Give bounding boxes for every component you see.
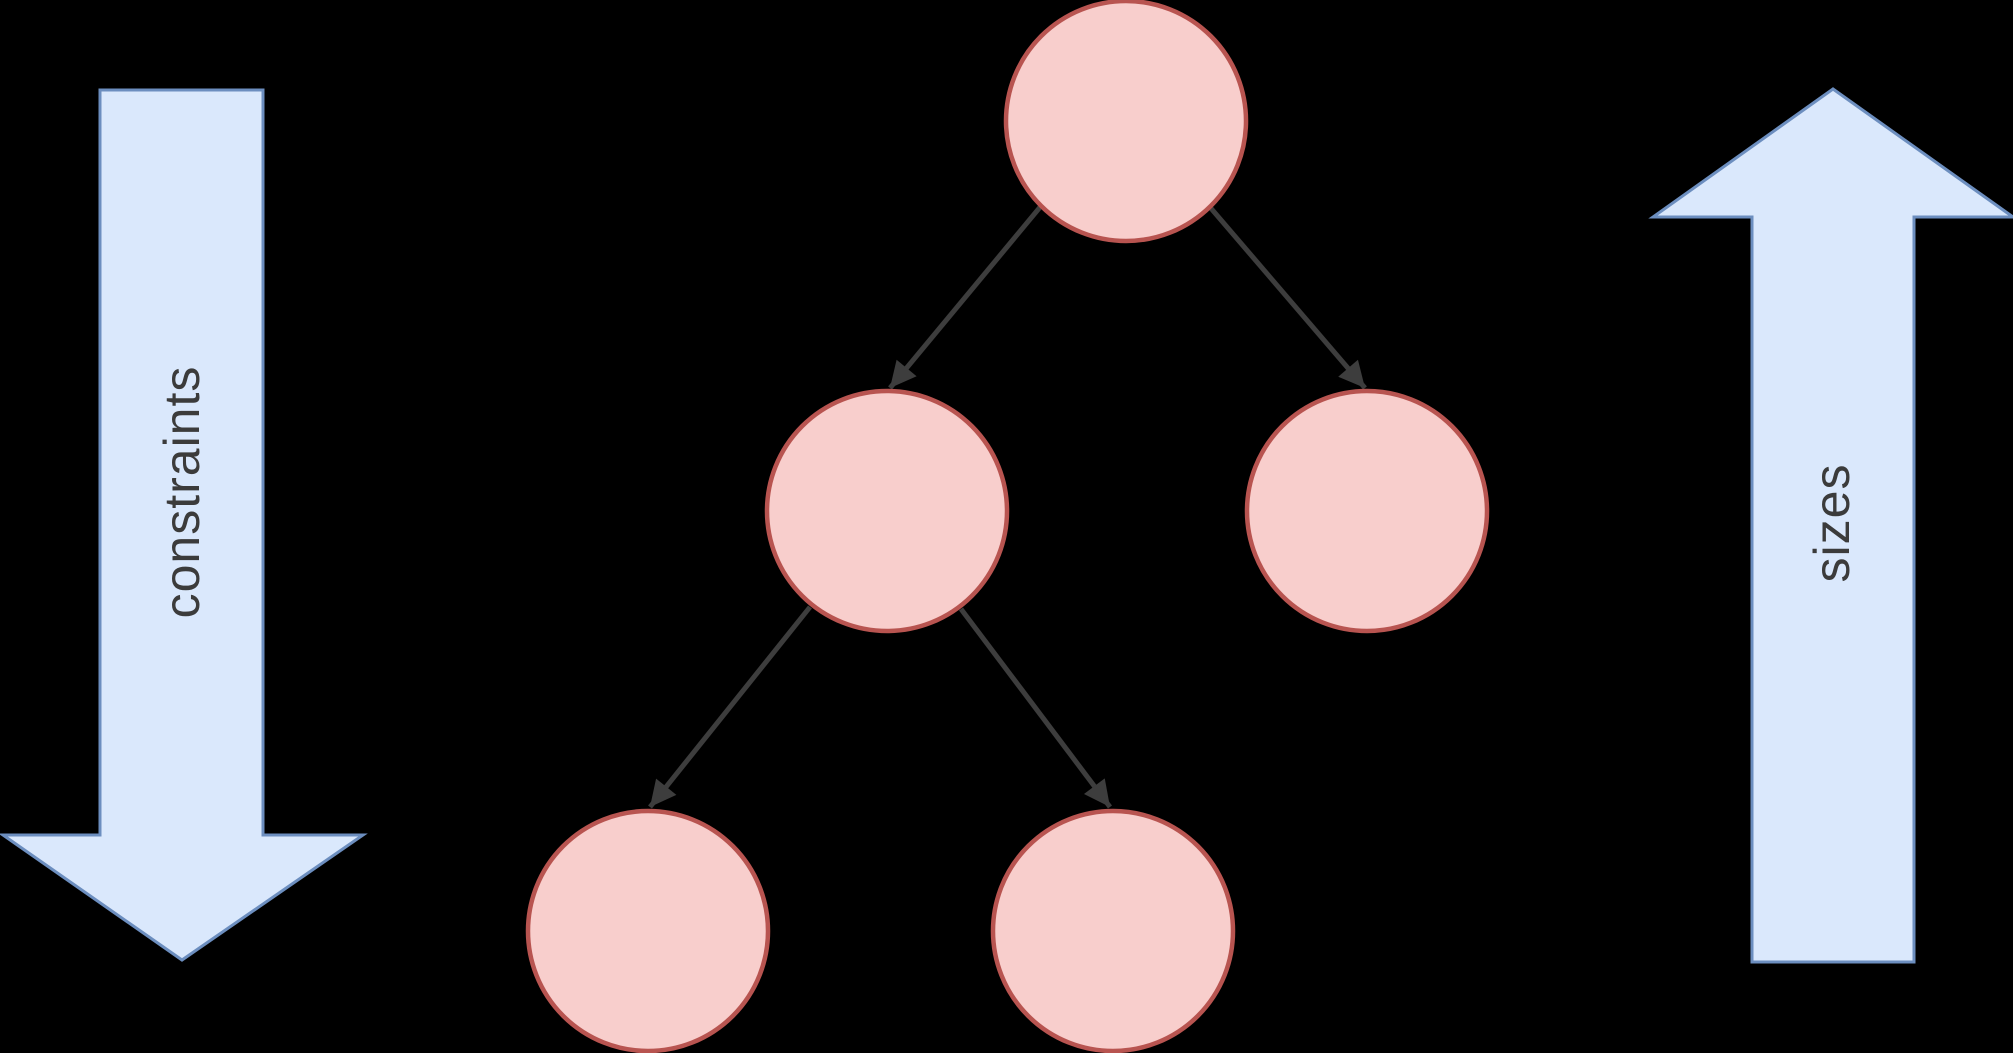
sizes-label: sizes — [1804, 463, 1860, 583]
tree-nodes — [525, 0, 1490, 1053]
sizes-arrow-shape — [1648, 87, 2013, 964]
tree-edges — [648, 204, 1367, 809]
tree-node-mid-right — [1244, 388, 1490, 634]
tree-node-leaf-left — [525, 808, 771, 1053]
edge-root-to-mid-right — [1207, 204, 1367, 390]
tree-node-leaf-right — [990, 808, 1236, 1053]
edge-mid-left-to-leaf-left — [648, 605, 812, 809]
tree-node-mid-left — [764, 388, 1010, 634]
constraints-arrow-shape — [0, 88, 368, 962]
edge-mid-left-to-leaf-right — [959, 607, 1112, 809]
constraints-label: constraints — [154, 365, 210, 619]
tree-node-root — [1003, 0, 1249, 244]
edge-root-to-mid-left — [888, 204, 1043, 390]
